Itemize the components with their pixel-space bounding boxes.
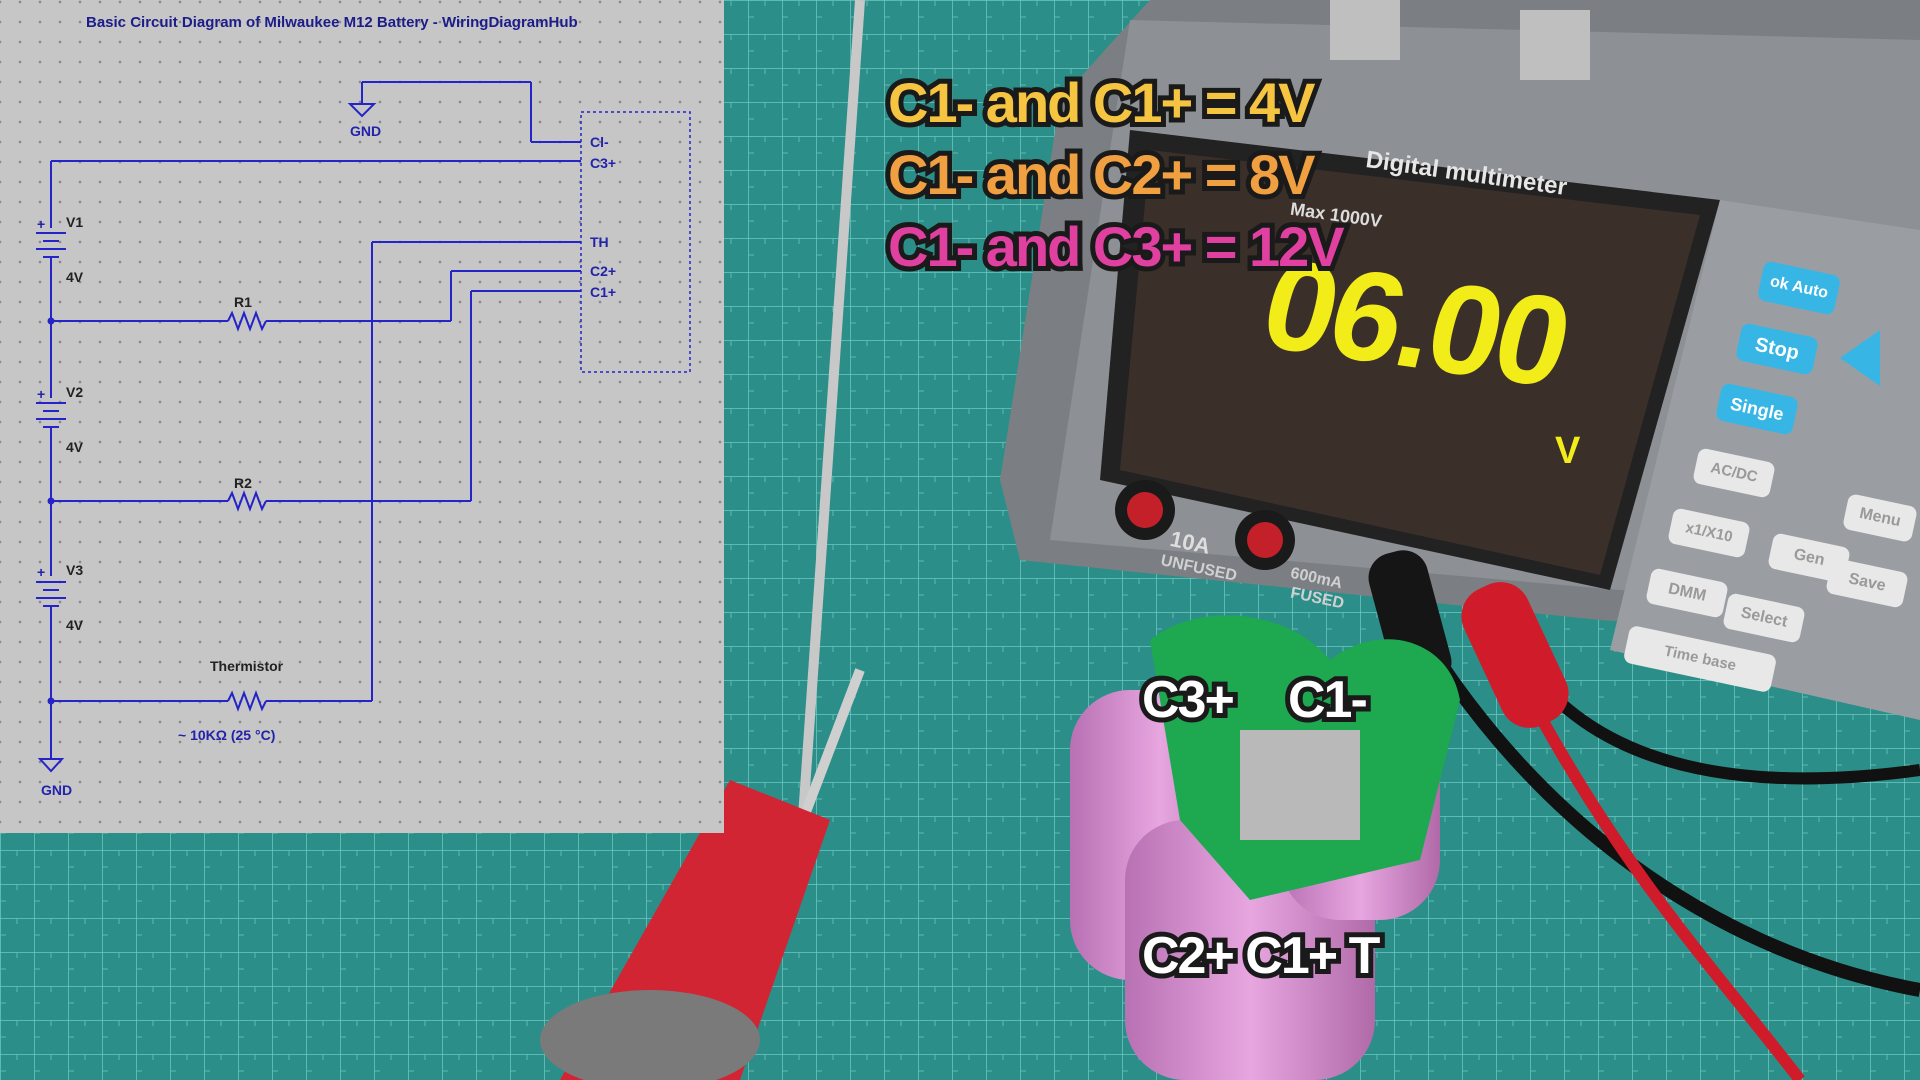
pin-label-th: TH <box>590 234 609 250</box>
overlay-line-2: C1- and C2+ = 8V <box>883 138 1321 211</box>
cell-v2: + <box>36 386 66 501</box>
overlay-line-2-text: C1- and C2+ = 8V <box>883 138 1321 211</box>
red-probe <box>540 0 865 1080</box>
resistor-r1 <box>227 310 267 332</box>
pin-overlay-c3-plus: C3+ <box>1137 666 1240 734</box>
cell-v3-voltage: 4V <box>66 617 84 633</box>
cell-v2-name: V2 <box>66 384 83 400</box>
pin-label-c2-plus: C2+ <box>590 263 616 279</box>
thermistor <box>227 690 267 712</box>
overlay-line-3: C1- and C3+ = 12V <box>883 210 1350 283</box>
pin-overlay-bottom: C2+ C1+ T <box>1137 922 1385 990</box>
pin-label-c3-plus: C3+ <box>590 155 616 171</box>
pin-label-cl-minus: Cl- <box>590 134 609 150</box>
ground-symbol-bottom <box>37 758 65 773</box>
battery-pack <box>1070 615 1460 1080</box>
resistor-r1-label: R1 <box>234 294 252 310</box>
cell-v2-voltage: 4V <box>66 439 84 455</box>
diagram-title: Basic Circuit Diagram of Milwaukee M12 B… <box>86 14 578 31</box>
cell-v3-name: V3 <box>66 562 83 578</box>
gnd-label-top: GND <box>350 123 381 139</box>
overlay-line-1: C1- and C1+ = 4V <box>883 66 1321 139</box>
left-arrow-icon[interactable] <box>1840 330 1880 386</box>
schematic-panel: Basic Circuit Diagram of Milwaukee M12 B… <box>0 0 724 833</box>
thermistor-label: Thermistor <box>210 658 284 674</box>
cell-v3: + <box>36 564 66 759</box>
resistor-r2 <box>227 490 267 512</box>
overlay-line-3-text: C1- and C3+ = 12V <box>883 210 1350 283</box>
svg-text:+: + <box>37 216 45 232</box>
pin-overlay-c1-minus: C1- <box>1283 666 1373 734</box>
ground-symbol-top <box>347 81 581 143</box>
cell-v1-voltage: 4V <box>66 269 84 285</box>
multimeter-unit: V <box>1555 430 1581 472</box>
svg-text:+: + <box>37 564 45 580</box>
pin-label-c1-plus: C1+ <box>590 284 616 300</box>
svg-text:+: + <box>37 386 45 402</box>
cell-v1-name: V1 <box>66 214 83 230</box>
gnd-label-bottom: GND <box>41 782 72 798</box>
thermistor-value: ~ 10KΩ (25 °C) <box>178 727 275 743</box>
overlay-line-1-text: C1- and C1+ = 4V <box>883 66 1321 139</box>
circuit-diagram: Basic Circuit Diagram of Milwaukee M12 B… <box>36 14 691 798</box>
cell-v1: + <box>36 216 66 321</box>
resistor-r2-label: R2 <box>234 475 252 491</box>
